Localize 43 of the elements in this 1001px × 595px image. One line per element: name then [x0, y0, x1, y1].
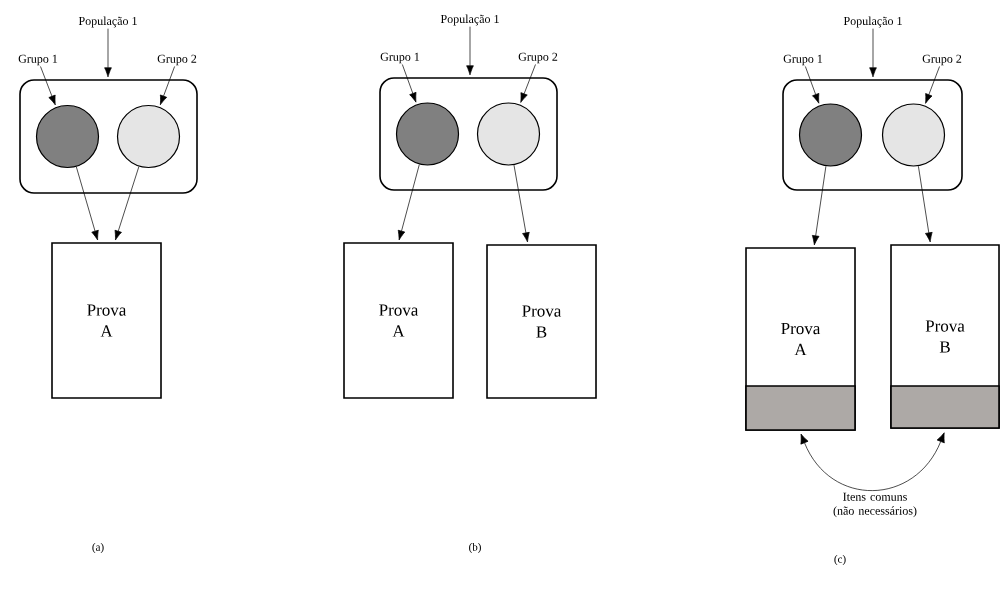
arrow — [402, 64, 417, 103]
common-items-band — [890, 385, 1000, 429]
population-label: População 1 — [78, 16, 137, 28]
common-items-band — [745, 385, 856, 431]
group-circle — [798, 103, 863, 167]
population-label: População 1 — [843, 16, 902, 28]
arrow — [925, 66, 940, 104]
group-circle — [395, 102, 460, 166]
group-label: Grupo 2 — [518, 52, 558, 64]
panel-label: (a) — [92, 543, 104, 553]
panel-label: (c) — [834, 555, 846, 565]
arrow — [800, 432, 945, 491]
edge-label: Itens comuns (não necessários) — [833, 492, 917, 518]
test-box: Prova A — [343, 242, 454, 399]
arrow — [520, 64, 536, 103]
group-circle — [35, 104, 100, 169]
arrow — [40, 66, 56, 106]
population-label: População 1 — [440, 14, 499, 26]
group-label: Grupo 2 — [157, 54, 197, 66]
population-box — [379, 77, 558, 191]
test-box: Prova B — [486, 244, 597, 399]
group-circle — [116, 104, 181, 169]
arrow — [397, 164, 420, 241]
arrow — [466, 26, 474, 76]
arrow — [513, 164, 530, 243]
group-circle — [881, 103, 946, 167]
group-label: Grupo 1 — [783, 54, 823, 66]
group-label: Grupo 1 — [380, 52, 420, 64]
arrow — [76, 166, 99, 241]
arrow — [114, 166, 140, 241]
arrow — [104, 28, 112, 78]
population-box — [782, 79, 963, 191]
group-label: Grupo 2 — [922, 54, 962, 66]
test-box: Prova A — [51, 242, 162, 399]
panel-label: (b) — [469, 543, 481, 553]
arrow — [811, 165, 827, 246]
group-circle — [476, 102, 541, 166]
arrow — [160, 66, 175, 106]
arrow — [805, 66, 820, 104]
population-box — [19, 79, 198, 194]
arrow — [869, 28, 877, 78]
arrow — [918, 165, 933, 243]
group-label: Grupo 1 — [18, 54, 58, 66]
